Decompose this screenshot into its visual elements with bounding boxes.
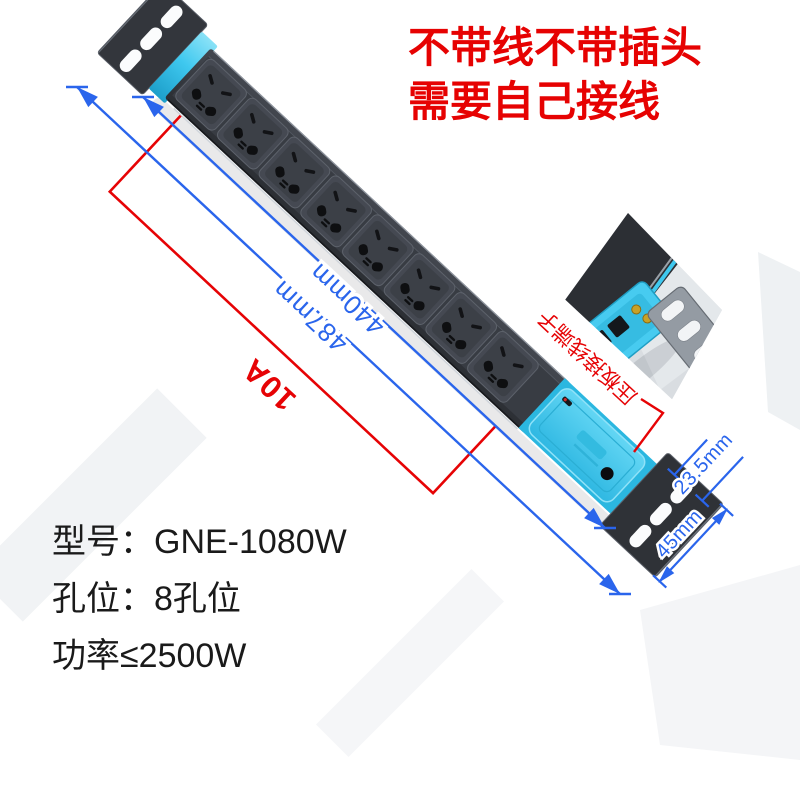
background-sheen [0,252,800,760]
dimension-arrow [599,573,620,594]
warning-line-1: 不带线不带插头 [408,24,702,71]
terminal-callout-leader [633,397,665,453]
cover-indicator-led [563,398,567,402]
ear-slot [649,502,672,526]
spec-power: 功率≤2500W [52,637,246,675]
dimension-arrow [77,87,98,108]
dimension-arrow [711,508,728,525]
spec-holes: 孔位：8孔位 [52,580,241,618]
dimension-arrow [143,97,164,118]
current-rating-bracket [107,114,497,495]
ear-slot [119,49,142,73]
ear-slot [140,27,163,51]
cover-screw-hole [600,467,614,481]
warning-line-2: 需要自己接线 [408,78,660,125]
mount-ear-end [600,453,723,577]
cyan-end-cap [149,32,218,103]
inset-brass-screw [631,304,642,315]
spec-model: 型号：GNE-1080W [52,523,347,561]
inset-terminal-port [607,315,630,338]
cover-logo-emboss [576,430,607,460]
ear-slot [160,5,183,29]
wiring-cover [518,378,658,514]
dimension-arrow [584,507,605,528]
callout-band [501,265,683,439]
depth-dimension [667,438,744,508]
ear-slot [670,480,693,504]
mount-ear-top [97,0,208,95]
dimension-arrow [658,566,675,583]
inset-strip-body [565,213,684,348]
overall-length-dimension [66,85,631,596]
inner-length-dimension [132,95,616,530]
ear-slot [629,524,652,548]
